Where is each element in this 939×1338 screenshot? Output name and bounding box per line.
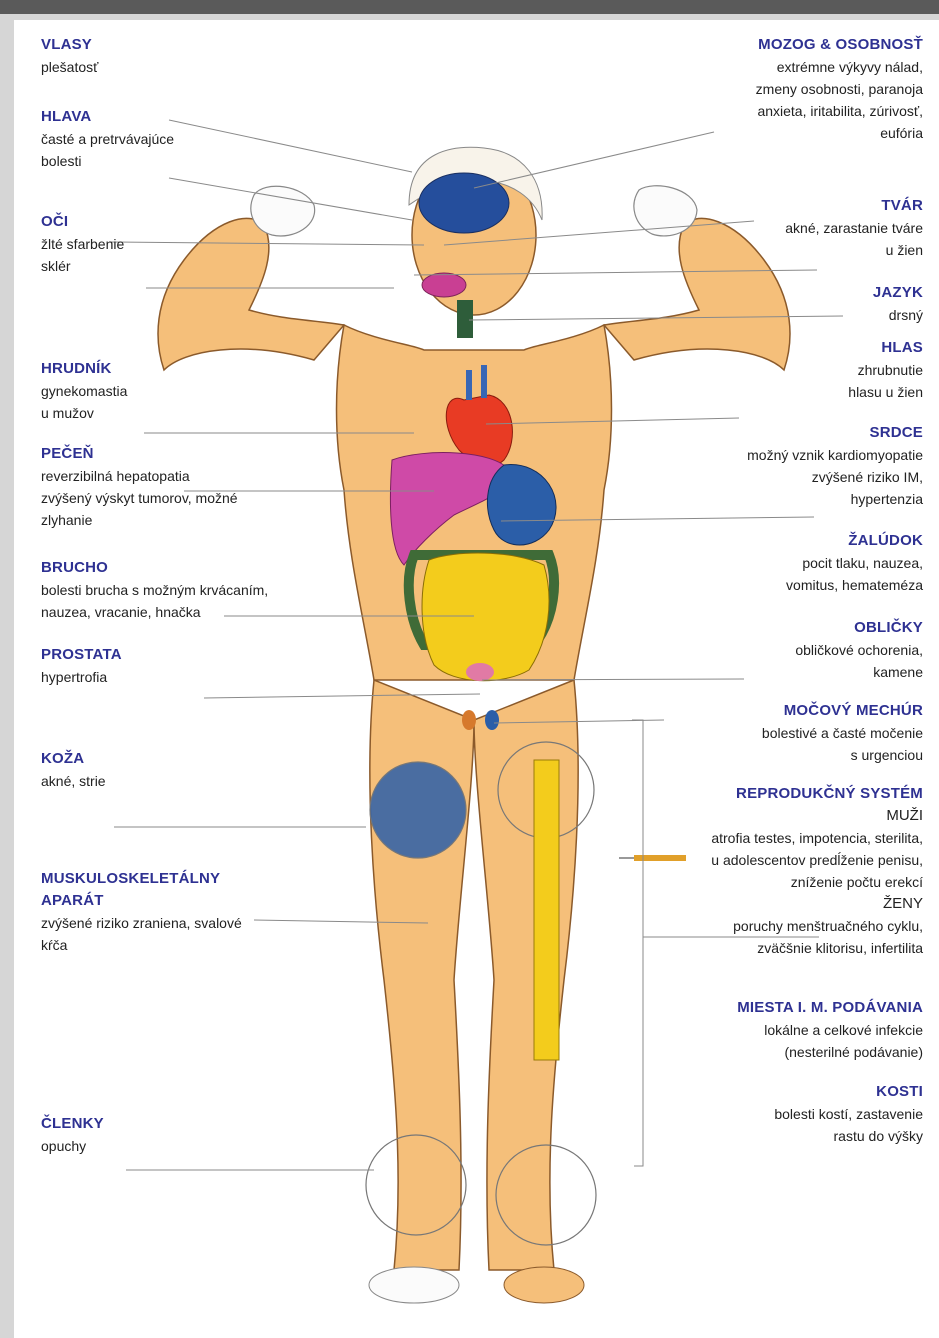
label-zaludok-heading: ŽALÚDOK xyxy=(786,530,923,552)
label-jazyk: JAZYK drsný xyxy=(873,282,923,326)
label-mozog-heading: MOZOG & OSOBNOSŤ xyxy=(756,34,923,56)
label-repro-line-zeny: zväčšnie klitorisu, infertilita xyxy=(711,937,923,959)
label-clenky-line: opuchy xyxy=(41,1135,104,1157)
label-tvar-line: akné, zarastanie tváre xyxy=(785,217,923,239)
diagram-panel: VLASY plešatosť HLAVA časté a pretrvávaj… xyxy=(14,20,939,1338)
label-koza-line: akné, strie xyxy=(41,770,106,792)
label-srdce: SRDCE možný vznik kardiomyopatie zvýšené… xyxy=(747,422,923,510)
label-hrudnik-heading: HRUDNÍK xyxy=(41,358,127,380)
label-hlava-line: bolesti xyxy=(41,150,174,172)
label-mozog-line: eufória xyxy=(756,122,923,144)
label-prostata-heading: PROSTATA xyxy=(41,644,122,666)
label-muskulo-heading: MUSKULOSKELETÁLNY xyxy=(41,868,242,890)
label-srdce-line: zvýšené riziko IM, xyxy=(747,466,923,488)
label-zaludok-line: vomitus, hematеméza xyxy=(786,574,923,596)
label-clenky: ČLENKY opuchy xyxy=(41,1113,104,1157)
label-miesta-heading: MIESTA I. M. PODÁVANIA xyxy=(737,997,923,1019)
label-tvar-heading: TVÁR xyxy=(785,195,923,217)
label-mozog: MOZOG & OSOBNOSŤ extrémne výkyvy nálad, … xyxy=(756,34,923,144)
label-koza-heading: KOŽA xyxy=(41,748,106,770)
label-hlas-line: zhrubnutie xyxy=(848,359,923,381)
label-mechur-line: s urgenciou xyxy=(762,744,923,766)
top-bar xyxy=(0,0,939,14)
label-tvar: TVÁR akné, zarastanie tváre u žien xyxy=(785,195,923,261)
label-clenky-heading: ČLENKY xyxy=(41,1113,104,1135)
label-pecen-line: zvýšený výskyt tumorov, možné xyxy=(41,487,238,509)
label-hlava-line: časté a pretrvávajúce xyxy=(41,128,174,150)
label-hlava-heading: HLAVA xyxy=(41,106,174,128)
label-muskulo-heading-2: APARÁT xyxy=(41,890,242,912)
label-kosti: KOSTI bolesti kostí, zastavenie rastu do… xyxy=(774,1081,923,1147)
label-repro-line-zeny: poruchy menštruačného cyklu, xyxy=(711,915,923,937)
label-miesta-line: (nesterilné podávanie) xyxy=(737,1041,923,1063)
label-oci-line: sklér xyxy=(41,255,124,277)
label-mechur-heading: MOČOVÝ MECHÚR xyxy=(762,700,923,722)
label-pecen-line: reverzibilná hepatopatia xyxy=(41,465,238,487)
label-miesta-podavania: MIESTA I. M. PODÁVANIA lokálne a celkové… xyxy=(737,997,923,1063)
label-oci: OČI žlté sfarbenie sklér xyxy=(41,211,124,277)
label-muskulo-line: kŕča xyxy=(41,934,242,956)
label-miesta-line: lokálne a celkové infekcie xyxy=(737,1019,923,1041)
label-srdce-line: možný vznik kardiomyopatie xyxy=(747,444,923,466)
label-kosti-line: bolesti kostí, zastavenie xyxy=(774,1103,923,1125)
label-repro-line: atrofia testes, impotencia, sterilita, xyxy=(711,827,923,849)
label-hlas: HLAS zhrubnutie hlasu u žien xyxy=(848,337,923,403)
label-muskuloskeletalny: MUSKULOSKELETÁLNY APARÁT zvýšené riziko … xyxy=(41,868,242,956)
label-srdce-heading: SRDCE xyxy=(747,422,923,444)
label-hrudnik-line: u mužov xyxy=(41,402,127,424)
label-hlava: HLAVA časté a pretrvávajúce bolesti xyxy=(41,106,174,172)
label-tvar-line: u žien xyxy=(785,239,923,261)
label-pecen-line: zlyhanie xyxy=(41,509,238,531)
label-pecen-heading: PEČEŇ xyxy=(41,443,238,465)
label-hrudnik-line: gynekomastia xyxy=(41,380,127,402)
label-mozog-line: extrémne výkyvy nálad, xyxy=(756,56,923,78)
label-pecen: PEČEŇ reverzibilná hepatopatia zvýšený v… xyxy=(41,443,238,531)
label-zaludok: ŽALÚDOK pocit tlaku, nauzea, vomitus, he… xyxy=(786,530,923,596)
label-mocovy-mechur: MOČOVÝ MECHÚR bolestivé a časté močenie … xyxy=(762,700,923,766)
label-oblicky: OBLIČKY obličkové ochorenia, kamene xyxy=(795,617,923,683)
label-oci-heading: OČI xyxy=(41,211,124,233)
label-oci-line: žlté sfarbenie xyxy=(41,233,124,255)
label-brucho: BRUCHO bolesti brucha s možným krvácaním… xyxy=(41,557,268,623)
label-hlas-heading: HLAS xyxy=(848,337,923,359)
label-kosti-line: rastu do výšky xyxy=(774,1125,923,1147)
label-repro-muzi: MUŽI xyxy=(711,805,923,827)
label-jazyk-line: drsný xyxy=(873,304,923,326)
label-hrudnik: HRUDNÍK gynekomastia u mužov xyxy=(41,358,127,424)
label-kosti-heading: KOSTI xyxy=(774,1081,923,1103)
label-mechur-line: bolestivé a časté močenie xyxy=(762,722,923,744)
label-oblicky-line: kamene xyxy=(795,661,923,683)
label-repro-line: u adolescentov predĺženie penisu, xyxy=(711,849,923,871)
label-oblicky-line: obličkové ochorenia, xyxy=(795,639,923,661)
label-oblicky-heading: OBLIČKY xyxy=(795,617,923,639)
label-brucho-line: nauzea, vracanie, hnačka xyxy=(41,601,268,623)
label-brucho-heading: BRUCHO xyxy=(41,557,268,579)
label-vlasy-heading: VLASY xyxy=(41,34,98,56)
label-mozog-line: zmeny osobnosti, paranoja xyxy=(756,78,923,100)
label-zaludok-line: pocit tlaku, nauzea, xyxy=(786,552,923,574)
label-prostata: PROSTATA hypertrofia xyxy=(41,644,122,688)
label-prostata-line: hypertrofia xyxy=(41,666,122,688)
label-reprodukcny-system: REPRODUKČNÝ SYSTÉM MUŽI atrofia testes, … xyxy=(711,783,923,959)
label-vlasy: VLASY plešatosť xyxy=(41,34,98,78)
label-koza: KOŽA akné, strie xyxy=(41,748,106,792)
label-repro-heading: REPRODUKČNÝ SYSTÉM xyxy=(711,783,923,805)
label-muskulo-line: zvýšené riziko zraniena, svalové xyxy=(41,912,242,934)
label-jazyk-heading: JAZYK xyxy=(873,282,923,304)
label-brucho-line: bolesti brucha s možným krvácaním, xyxy=(41,579,268,601)
label-srdce-line: hypertenzia xyxy=(747,488,923,510)
label-vlasy-line: plešatosť xyxy=(41,56,98,78)
label-mozog-line: anxieta, iritabilita, zúrivosť, xyxy=(756,100,923,122)
label-repro-line: zníženie počtu erekcí xyxy=(711,871,923,893)
label-repro-zeny: ŽENY xyxy=(711,893,923,915)
label-hlas-line: hlasu u žien xyxy=(848,381,923,403)
